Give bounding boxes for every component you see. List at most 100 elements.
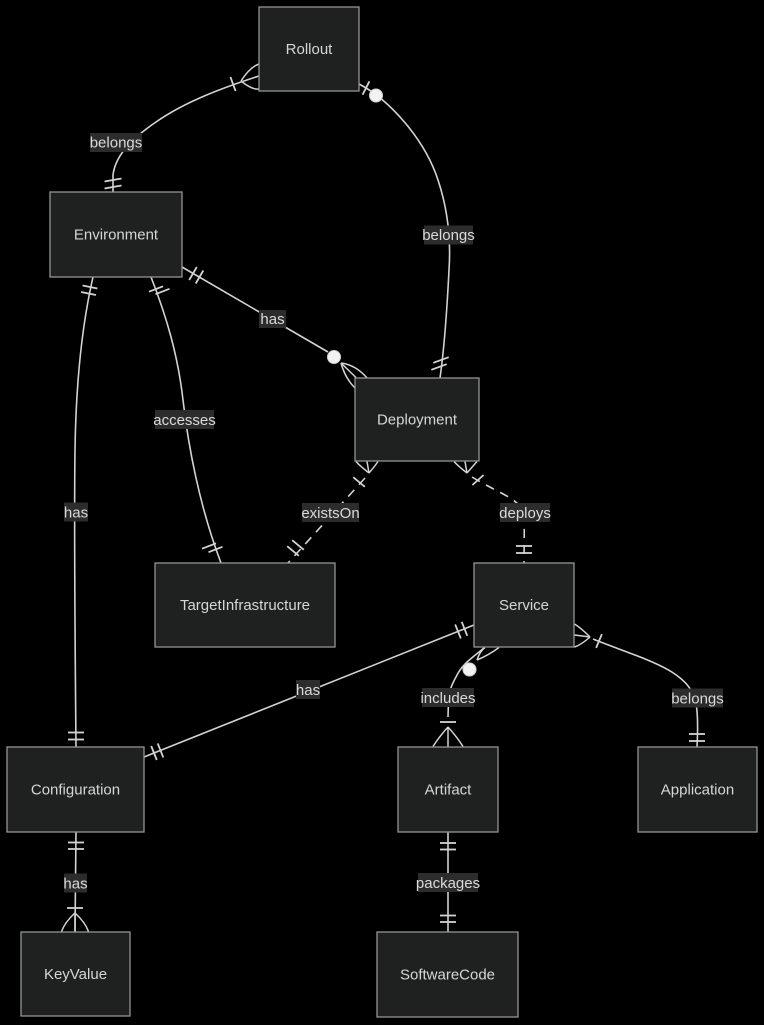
edge-configuration-service: has	[143, 621, 475, 761]
edge-label-text: accesses	[153, 412, 216, 429]
edge-label-has: has	[296, 680, 320, 699]
zero-circle	[327, 350, 341, 364]
edge-label-belongs: belongs	[90, 133, 143, 152]
edge-environment-configuration: has	[64, 276, 98, 748]
edge-label-text: existsOn	[301, 505, 359, 522]
entity-configuration: Configuration	[6, 746, 145, 833]
cardinality-exactly-one-marker	[201, 542, 223, 554]
entity-box	[154, 562, 336, 648]
edge-deployment-targetinfrastructure: existsOn	[286, 460, 379, 564]
edge-path	[287, 477, 366, 564]
cardinality-zero-or-many-marker	[327, 350, 368, 389]
zero-circle	[369, 88, 383, 103]
entity-box	[258, 6, 360, 92]
entity-application: Application	[637, 746, 758, 833]
cardinality-exactly-one-marker	[150, 743, 165, 761]
cardinality-zero-or-one-marker	[361, 80, 383, 103]
edge-path	[73, 276, 94, 748]
entity-artifact: Artifact	[397, 746, 499, 833]
edge-label-text: deploys	[499, 505, 551, 522]
cardinality-exactly-one-marker	[689, 733, 705, 742]
entity-label: KeyValue	[44, 966, 107, 983]
entity-rollout: Rollout	[258, 6, 360, 92]
cardinality-zero-or-many-marker	[462, 646, 500, 677]
entity-softwarecode: SoftwareCode	[376, 931, 519, 1018]
edge-label-text: belongs	[90, 135, 143, 152]
cardinality-exactly-one-marker	[104, 177, 122, 190]
edge-label-has: has	[259, 310, 286, 328]
entity-box	[20, 931, 131, 1017]
entity-targetinfrastructure: TargetInfrastructure	[154, 562, 336, 648]
edge-artifact-softwarecode: packages	[416, 832, 480, 932]
entity-box	[397, 746, 499, 833]
entity-label: Configuration	[31, 782, 120, 799]
edge-path	[112, 75, 260, 192]
edge-label-belongs: belongs	[422, 225, 475, 245]
cardinality-one-or-many-marker	[432, 721, 464, 747]
edge-label-text: belongs	[671, 691, 724, 708]
edge-label-deploys: deploys	[499, 503, 551, 522]
cardinality-one-or-many-marker	[574, 623, 603, 649]
edge-label-text: includes	[420, 690, 475, 707]
edge-label-has: has	[64, 502, 88, 522]
edge-service-artifact: includes	[420, 646, 500, 747]
edge-label-accesses: accesses	[153, 410, 216, 429]
edge-label-existsOn: existsOn	[301, 503, 360, 522]
cardinality-exactly-one-marker	[148, 285, 170, 296]
cardinality-exactly-one-marker	[68, 841, 84, 850]
entity-deployment: Deployment	[354, 377, 480, 462]
entity-box	[6, 746, 145, 833]
entity-label: Application	[661, 782, 734, 799]
edge-service-application: belongs	[574, 623, 724, 748]
entity-box	[637, 746, 758, 833]
edge-rollout-environment: belongs	[90, 63, 260, 192]
edge-label-includes: includes	[420, 688, 476, 707]
cardinality-one-or-many-marker	[229, 63, 260, 92]
entity-label: Service	[499, 597, 549, 614]
edge-path	[471, 476, 526, 564]
edge-environment-targetinfrastructure: accesses	[148, 276, 223, 564]
cardinality-exactly-one-marker	[68, 731, 84, 741]
entity-label: Deployment	[377, 412, 458, 429]
edge-label-text: has	[63, 876, 87, 893]
edge-configuration-keyvalue: has	[60, 831, 90, 933]
entity-keyvalue: KeyValue	[20, 931, 131, 1017]
edge-label-text: packages	[416, 875, 480, 892]
edge-label-text: belongs	[422, 227, 475, 244]
entity-box	[354, 377, 480, 462]
edge-label-text: has	[64, 505, 88, 522]
cardinality-exactly-one-marker	[430, 356, 450, 371]
cardinality-exactly-one-marker	[286, 539, 305, 557]
entity-box	[49, 191, 183, 278]
entity-box	[473, 562, 575, 648]
entity-box	[376, 931, 519, 1018]
zero-circle	[462, 662, 477, 677]
edge-label-packages: packages	[416, 873, 480, 892]
cardinality-one-or-many-marker	[352, 460, 379, 488]
cardinality-one-or-many-marker	[453, 460, 485, 486]
edge-rollout-deployment: belongs	[358, 80, 475, 379]
entity-environment: Environment	[49, 191, 183, 278]
edge-label-text: has	[296, 682, 320, 699]
cardinality-exactly-one-marker	[440, 914, 456, 923]
cardinality-exactly-one-marker	[516, 545, 532, 554]
edge-deployment-service: deploys	[453, 460, 551, 564]
edge-path	[150, 276, 222, 564]
cardinality-exactly-one-marker	[188, 266, 205, 284]
cardinality-one-or-many-marker	[60, 907, 90, 932]
entity-label: Artifact	[425, 782, 473, 799]
cardinality-exactly-one-marker	[80, 284, 98, 296]
cardinality-exactly-one-marker	[454, 621, 469, 639]
edge-path	[181, 266, 329, 353]
edge-label-has: has	[63, 873, 88, 893]
edge-environment-deployment: has	[181, 266, 368, 389]
edge-path	[358, 83, 451, 379]
entity-label: SoftwareCode	[400, 967, 495, 984]
edge-label-text: has	[260, 311, 284, 328]
entity-label: TargetInfrastructure	[180, 597, 310, 614]
entity-service: Service	[473, 562, 575, 648]
cardinality-exactly-one-marker	[440, 842, 456, 851]
edge-label-belongs: belongs	[671, 688, 724, 708]
entity-label: Environment	[74, 227, 159, 244]
